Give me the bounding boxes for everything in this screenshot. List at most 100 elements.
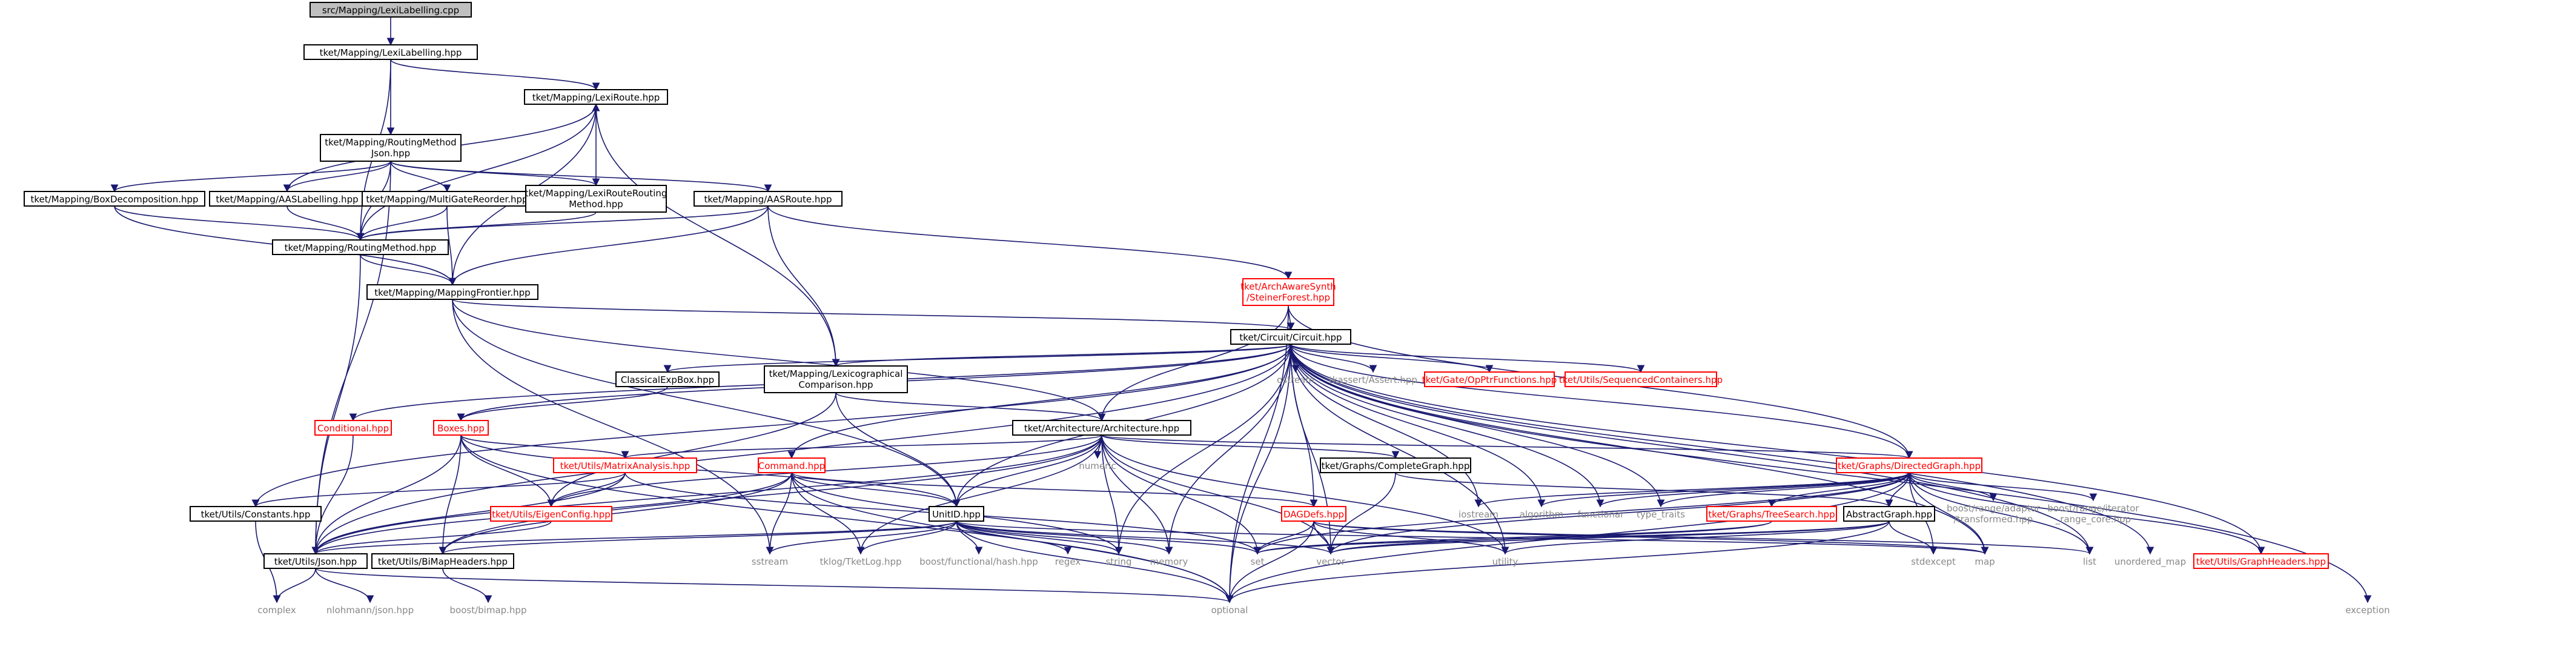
svg-text:algorithm: algorithm — [1520, 509, 1563, 520]
edge-circuit-hpp-to-unordered-map — [1290, 344, 2154, 555]
svg-text:tket/Graphs/DirectedGraph.hpp: tket/Graphs/DirectedGraph.hpp — [1838, 460, 1981, 471]
edge-command-hpp-to-bimapheaders-hpp — [439, 472, 792, 555]
svg-text:boost/range/iterator: boost/range/iterator — [2047, 503, 2139, 514]
edge-mappingfrontier-hpp-to-sstream — [452, 299, 774, 555]
node-directedgraph-hpp[interactable]: tket/Graphs/DirectedGraph.hpp — [1836, 457, 1982, 473]
node-lexiroute-hpp[interactable]: tket/Mapping/LexiRoute.hpp — [524, 89, 668, 105]
node-tketlog-hpp[interactable]: tklog/TketLog.hpp — [813, 554, 909, 568]
node-stdexcept[interactable]: stdexcept — [1908, 554, 1959, 568]
edge-directedgraph-hpp-to-set — [1253, 472, 1910, 555]
edge-directedgraph-hpp-to-boost-range-adaptor-transformed — [1909, 472, 1998, 502]
node-assert-hpp[interactable]: tkassert/Assert.hpp — [1329, 372, 1417, 387]
node-aasroute-hpp[interactable]: tket/Mapping/AASRoute.hpp — [694, 191, 843, 207]
edge-circuit-hpp-to-classicalexpbox-hpp — [664, 344, 1291, 373]
edge-circuit-hpp-to-json-hpp — [311, 344, 1291, 555]
svg-text:ostream: ostream — [1277, 374, 1314, 385]
edge-command-hpp-to-unitid-hpp — [791, 472, 961, 508]
node-eigenconfig-hpp[interactable]: tket/Utils/EigenConfig.hpp — [490, 506, 612, 522]
node-vector[interactable]: vector — [1311, 554, 1351, 568]
edge-directedgraph-hpp-to-algorithm — [1537, 472, 1910, 508]
node-regex[interactable]: regex — [1050, 554, 1085, 568]
edge-unitid-hpp-to-sstream — [766, 520, 957, 555]
edge-architecture-hpp-to-tketlog-hpp — [856, 434, 1102, 555]
node-ostream[interactable]: ostream — [1274, 372, 1317, 387]
edge-directedgraph-hpp-to-abstractgraph-hpp — [1885, 472, 1910, 508]
node-set[interactable]: set — [1244, 554, 1271, 568]
node-lexilabelling-hpp[interactable]: tket/Mapping/LexiLabelling.hpp — [303, 44, 478, 60]
node-map[interactable]: map — [1970, 554, 2000, 568]
edge-aasroute-hpp-to-lexicographicalcomparison-hpp — [767, 205, 840, 367]
svg-text:tket/Mapping/BoxDecomposition.: tket/Mapping/BoxDecomposition.hpp — [30, 194, 198, 205]
node-routingmethodjson-hpp[interactable]: tket/Mapping/RoutingMethod Json.hpp — [320, 134, 462, 162]
node-multigatereorder-hpp[interactable]: tket/Mapping/MultiGateReorder.hpp — [362, 191, 532, 207]
node-exception[interactable]: exception — [2339, 602, 2396, 617]
svg-text:tket/Mapping/AASRoute.hpp: tket/Mapping/AASRoute.hpp — [704, 194, 832, 205]
edge-dagdefs-hpp-to-set — [1253, 520, 1314, 555]
edge-routingmethodjson-hpp-to-lexirouteroutingmethod-hpp — [390, 161, 600, 187]
edge-architecture-hpp-to-string — [1101, 434, 1123, 555]
node-classicalexpbox-hpp[interactable]: ClassicalExpBox.hpp — [615, 371, 720, 387]
node-lexirouteroutingmethod-hpp[interactable]: tket/Mapping/LexiRouteRouting Method.hpp — [525, 185, 667, 213]
node-algorithm[interactable]: algorithm — [1517, 507, 1566, 521]
node-nlohmann-json-hpp[interactable]: nlohmann/json.hpp — [323, 602, 417, 617]
node-graphheaders-hpp[interactable]: tket/Utils/GraphHeaders.hpp — [2193, 553, 2329, 569]
node-treesearch-hpp[interactable]: tket/Graphs/TreeSearch.hpp — [1706, 506, 1837, 522]
node-opptrfunctions-hpp[interactable]: tket/Gate/OpPtrFunctions.hpp — [1422, 371, 1557, 387]
node-numeric[interactable]: numeric — [1077, 458, 1118, 473]
svg-text:Command.hpp: Command.hpp — [758, 460, 825, 471]
node-root-lexilabelling-cpp[interactable]: src/Mapping/LexiLabelling.cpp — [310, 2, 472, 18]
node-constants-hpp[interactable]: tket/Utils/Constants.hpp — [190, 506, 322, 522]
svg-text:src/Mapping/LexiLabelling.cpp: src/Mapping/LexiLabelling.cpp — [322, 5, 459, 16]
svg-text:/SteinerForest.hpp: /SteinerForest.hpp — [1247, 292, 1330, 303]
node-boost-functional-hash-hpp[interactable]: boost/functional/hash.hpp — [918, 554, 1039, 568]
edge-mappingfrontier-hpp-to-circuit-hpp — [452, 299, 1294, 331]
svg-text:functional: functional — [1578, 509, 1623, 520]
edge-circuit-hpp-to-assert-hpp — [1290, 344, 1377, 373]
edge-circuit-hpp-to-directedgraph-hpp — [1290, 344, 1913, 459]
svg-text:string: string — [1105, 556, 1131, 567]
node-architecture-hpp[interactable]: tket/Architecture/Architecture.hpp — [1012, 420, 1191, 436]
edge-mappingfrontier-hpp-to-unitid-hpp — [452, 299, 961, 508]
svg-text:complex: complex — [257, 605, 296, 616]
node-lexicographicalcomparison-hpp[interactable]: tket/Mapping/Lexicographical Comparison.… — [764, 365, 908, 393]
svg-text:list: list — [2083, 556, 2096, 567]
edge-treesearch-hpp-to-vector — [1326, 520, 1772, 555]
node-boost-range-iterator-range-core[interactable]: boost/range/iterator _range_core.hpp — [2047, 500, 2139, 527]
node-dagdefs-hpp[interactable]: DAGDefs.hpp — [1281, 506, 1346, 522]
node-utility[interactable]: utility — [1485, 554, 1525, 568]
edge-unitid-hpp-to-json-hpp — [312, 520, 957, 555]
node-boxes-hpp[interactable]: Boxes.hpp — [433, 420, 489, 436]
node-circuit-hpp[interactable]: tket/Circuit/Circuit.hpp — [1230, 329, 1351, 345]
node-bimapheaders-hpp[interactable]: tket/Utils/BiMapHeaders.hpp — [371, 553, 514, 569]
node-completegraph-hpp[interactable]: tket/Graphs/CompleteGraph.hpp — [1320, 457, 1471, 473]
node-json-hpp[interactable]: tket/Utils/Json.hpp — [263, 553, 368, 569]
edge-multigatereorder-hpp-to-mappingfrontier-hpp — [446, 205, 457, 286]
node-conditional-hpp[interactable]: Conditional.hpp — [314, 420, 392, 436]
node-command-hpp[interactable]: Command.hpp — [758, 457, 826, 473]
node-steinerforest-hpp[interactable]: tket/ArchAwareSynth /SteinerForest.hpp — [1240, 278, 1336, 306]
node-functional[interactable]: functional — [1575, 507, 1626, 521]
node-memory[interactable]: memory — [1146, 554, 1192, 568]
node-aaslabelling-hpp[interactable]: tket/Mapping/AASLabelling.hpp — [209, 191, 365, 207]
node-routingmethod-hpp[interactable]: tket/Mapping/RoutingMethod.hpp — [272, 239, 449, 255]
edge-boxes-hpp-to-matrixanalysis-hpp — [460, 434, 629, 459]
node-unitid-hpp[interactable]: UnitID.hpp — [929, 506, 984, 522]
node-iostream[interactable]: iostream — [1456, 507, 1501, 521]
edge-steinerforest-hpp-to-optional — [1225, 305, 1289, 603]
node-boxdecomposition-hpp[interactable]: tket/Mapping/BoxDecomposition.hpp — [24, 191, 205, 207]
svg-text:tket/Mapping/Lexicographical: tket/Mapping/Lexicographical — [769, 368, 903, 379]
node-matrixanalysis-hpp[interactable]: tket/Utils/MatrixAnalysis.hpp — [553, 457, 697, 473]
node-mappingfrontier-hpp[interactable]: tket/Mapping/MappingFrontier.hpp — [366, 284, 538, 300]
node-boost-bimap-hpp[interactable]: boost/bimap.hpp — [447, 602, 529, 617]
node-string[interactable]: string — [1100, 554, 1137, 568]
node-sequencedcontainers-hpp[interactable]: tket/Utils/SequencedContainers.hpp — [1559, 371, 1723, 387]
node-complex[interactable]: complex — [254, 602, 299, 617]
node-unordered-map[interactable]: unordered_map — [2113, 554, 2188, 568]
node-sstream[interactable]: sstream — [747, 554, 792, 568]
node-abstractgraph-hpp[interactable]: AbstractGraph.hpp — [1843, 506, 1935, 522]
node-optional[interactable]: optional — [1204, 602, 1255, 617]
node-type-traits[interactable]: type_traits — [1633, 507, 1689, 521]
node-boost-range-adaptor-transformed[interactable]: boost/range/adaptor /transformed.hpp — [1947, 500, 2041, 527]
node-list[interactable]: list — [2078, 554, 2102, 568]
edge-aasroute-hpp-to-routingmethod-hpp — [356, 205, 769, 241]
